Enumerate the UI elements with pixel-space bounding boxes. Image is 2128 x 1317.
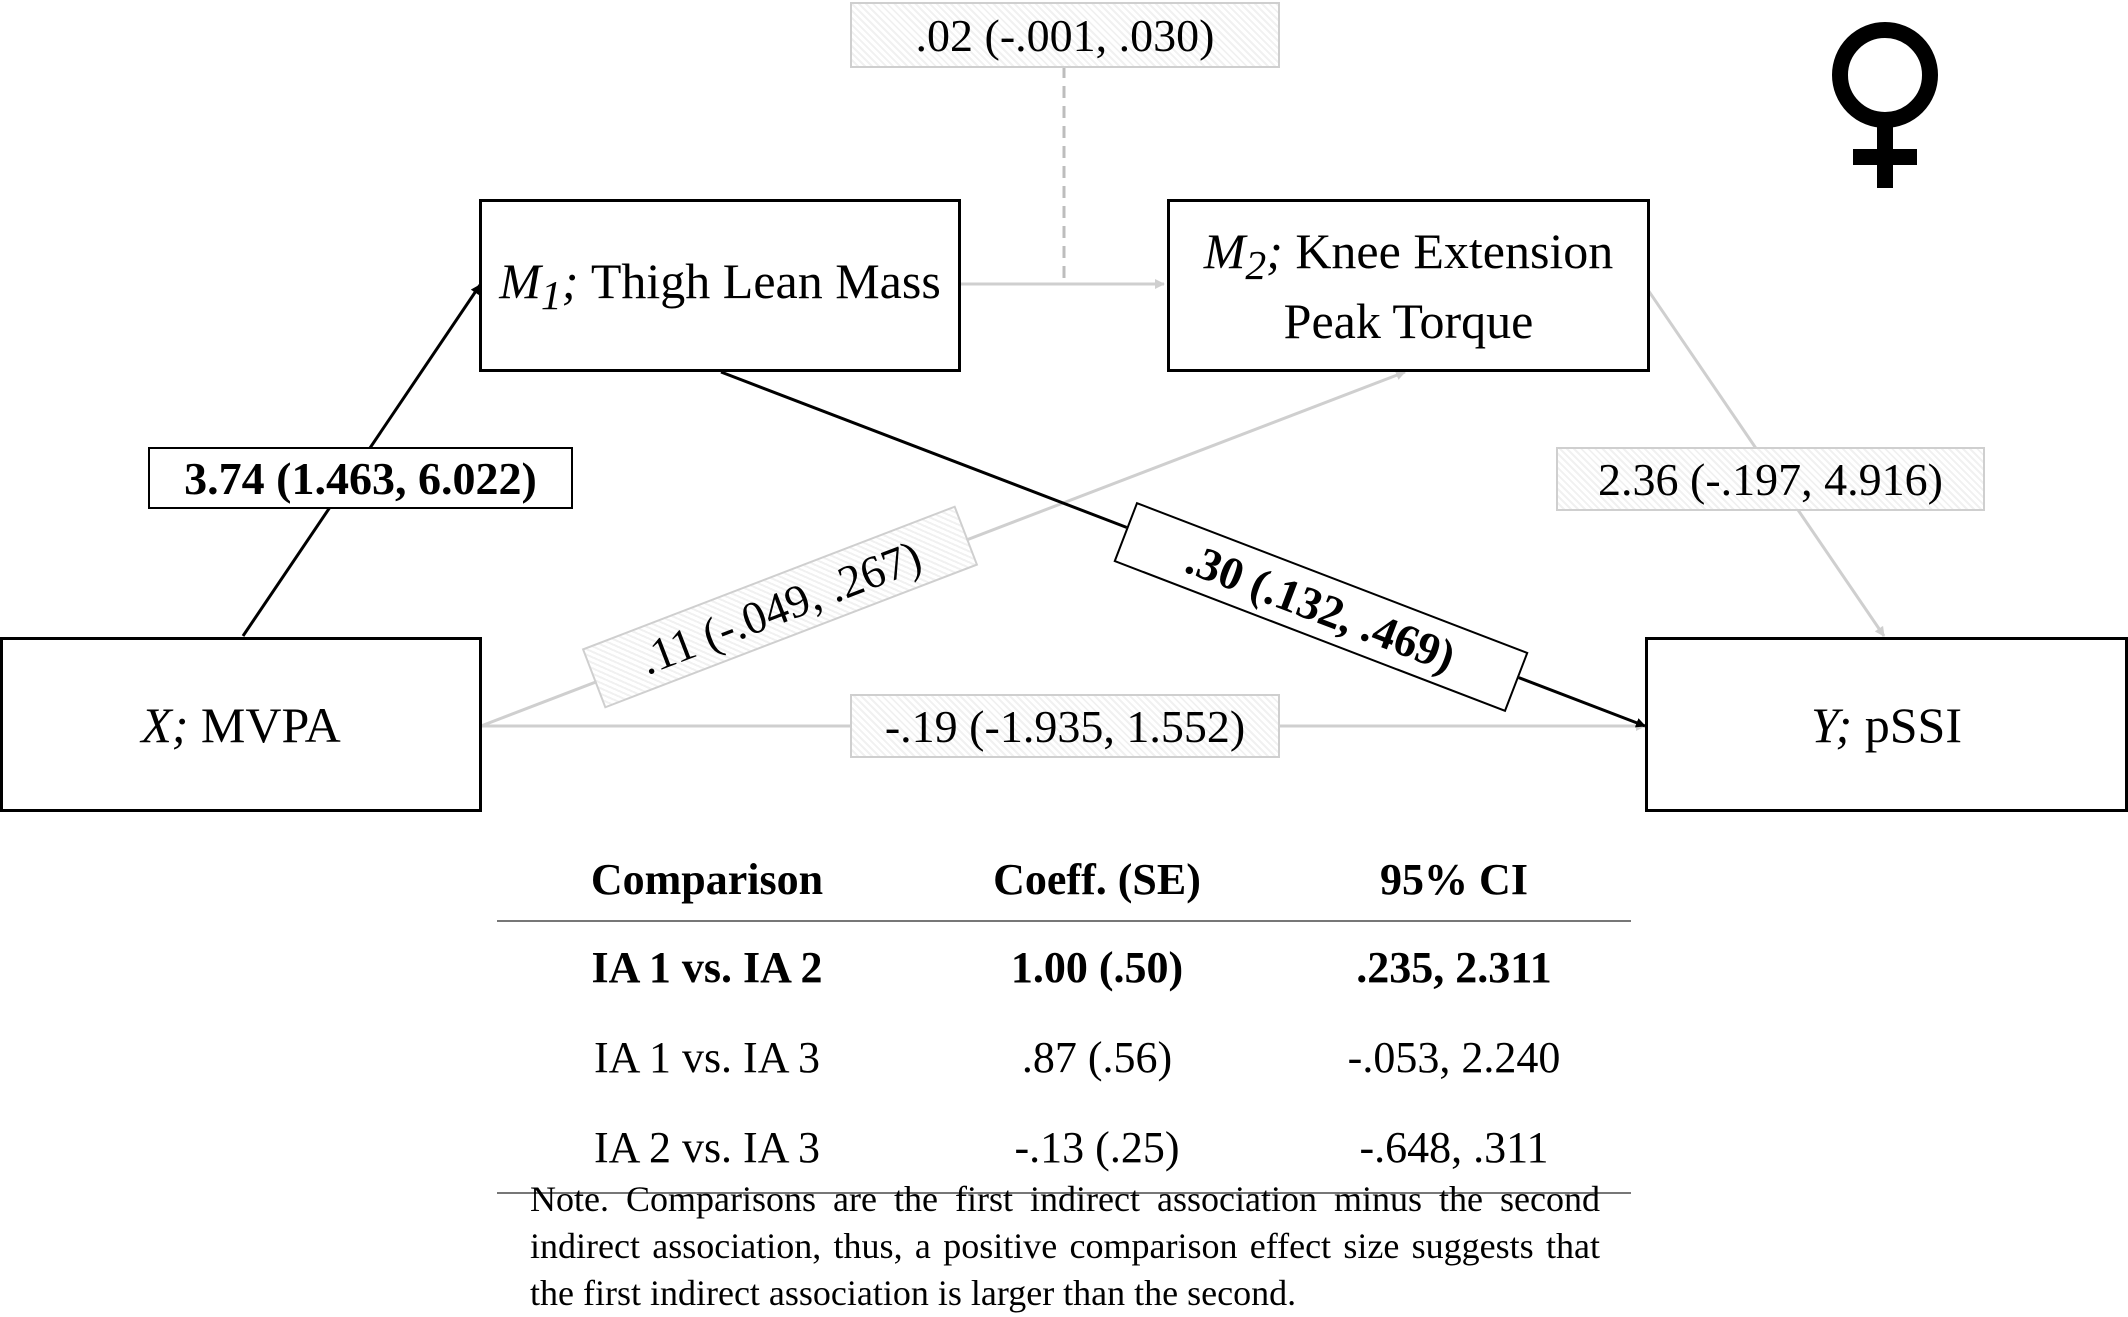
label-x-y: -.19 (-1.935, 1.552) — [850, 694, 1280, 758]
node-m1: M1; Thigh Lean Mass — [479, 199, 961, 372]
node-m2-var: M — [1203, 222, 1246, 279]
node-m2-line1: Knee Extension — [1295, 222, 1614, 279]
label-x-m1: 3.74 (1.463, 6.022) — [148, 447, 573, 509]
table-cell-coeff: 1.00 (.50) — [1010, 942, 1184, 992]
node-x-var: X; — [141, 696, 189, 753]
node-m1-var: M — [499, 252, 541, 309]
table-cell-ci: -.648, .311 — [1277, 1102, 1631, 1194]
table-row: IA 2 vs. IA 3 -.13 (.25) -.648, .311 — [497, 1102, 1631, 1194]
table-cell-ci: -.053, 2.240 — [1347, 1032, 1561, 1082]
node-y: Y; pSSI — [1645, 637, 2128, 812]
table-header-row: Comparison Coeff. (SE) 95% CI — [497, 838, 1631, 922]
node-y-label: pSSI — [1864, 696, 1962, 753]
node-x: X; MVPA — [0, 637, 482, 812]
comparison-table: Comparison Coeff. (SE) 95% CI IA 1 vs. I… — [497, 838, 1631, 1194]
female-symbol-icon — [1832, 22, 1938, 188]
label-m1-m2: .02 (-.001, .030) — [850, 2, 1280, 68]
table-row: IA 1 vs. IA 3 .87 (.56) -.053, 2.240 — [497, 1012, 1631, 1102]
node-m1-sub: 1 — [540, 272, 562, 319]
node-y-var: Y; — [1811, 696, 1853, 753]
node-x-label: MVPA — [200, 696, 341, 753]
table-cell-coeff: .87 (.56) — [1021, 1032, 1173, 1082]
node-m1-label: Thigh Lean Mass — [590, 252, 941, 309]
node-m2-line2: Peak Torque — [1283, 292, 1534, 349]
table-note: Note. Comparisons are the first indirect… — [530, 1179, 1600, 1313]
node-m2-sep: ; — [1266, 222, 1283, 279]
table-cell-comparison: IA 2 vs. IA 3 — [497, 1102, 917, 1194]
table-cell-comparison: IA 1 vs. IA 2 — [591, 942, 823, 992]
table-header-coeff: Coeff. (SE) — [917, 838, 1277, 922]
table-cell-ci: .235, 2.311 — [1356, 942, 1552, 992]
table-row: IA 1 vs. IA 2 1.00 (.50) .235, 2.311 — [497, 921, 1631, 1012]
table-header-ci: 95% CI — [1277, 838, 1631, 922]
label-m2-y: 2.36 (-.197, 4.916) — [1556, 447, 1985, 511]
table-cell-comparison: IA 1 vs. IA 3 — [593, 1032, 821, 1082]
node-m2-sub: 2 — [1245, 242, 1267, 289]
node-m1-sep: ; — [561, 252, 579, 309]
table-cell-coeff: -.13 (.25) — [917, 1102, 1277, 1194]
table-header-comparison: Comparison — [497, 838, 917, 922]
